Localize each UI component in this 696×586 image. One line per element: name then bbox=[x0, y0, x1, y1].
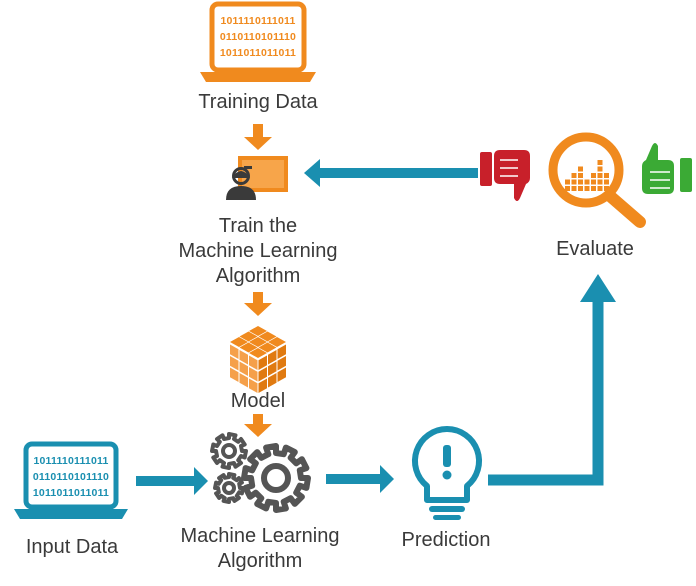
evaluate-label: Evaluate bbox=[556, 238, 634, 260]
arrow-down-orange bbox=[244, 292, 272, 316]
cube-cell bbox=[277, 344, 286, 359]
gear bbox=[213, 472, 245, 504]
chart-cell bbox=[565, 179, 570, 185]
chart-cell bbox=[578, 173, 583, 178]
binary-line: 0110110101110 bbox=[220, 31, 296, 43]
chart-cell bbox=[591, 179, 596, 185]
ml-algorithm-label: Machine Learning Algorithm bbox=[140, 524, 380, 574]
lightbulb-icon bbox=[411, 426, 483, 520]
binary-line: 1011110111011 bbox=[220, 15, 295, 27]
chart-cell bbox=[565, 186, 570, 191]
binary-line: 0110110101110 bbox=[33, 471, 109, 483]
cube-cell bbox=[239, 350, 248, 365]
chart-cell bbox=[571, 186, 577, 191]
cube-cell bbox=[249, 348, 267, 358]
chart-cell bbox=[584, 186, 590, 191]
cube-cell bbox=[230, 337, 248, 347]
chart-cell bbox=[591, 173, 596, 178]
chart-cell bbox=[578, 179, 583, 185]
chart-cell bbox=[571, 179, 577, 185]
chart-cell bbox=[597, 160, 603, 165]
model-label: Model bbox=[230, 390, 286, 412]
chart-cell bbox=[597, 186, 603, 191]
train-label-line: Algorithm bbox=[215, 265, 301, 287]
ml-label-line: Algorithm bbox=[217, 550, 303, 572]
chart-cell bbox=[584, 179, 590, 185]
cube-cell bbox=[230, 344, 239, 359]
binary-line: 1011011011011 bbox=[220, 47, 296, 59]
ml-label-line: Machine Learning bbox=[180, 525, 340, 547]
cube-cell bbox=[239, 373, 248, 388]
laptop-binary-icon: 1011110111011 0110110101110 101101101101… bbox=[14, 441, 128, 519]
chart-cell bbox=[578, 166, 583, 172]
chart-cell bbox=[578, 186, 583, 191]
chart-cell bbox=[597, 173, 603, 178]
arrow-right-teal bbox=[326, 465, 394, 493]
arrow-down-orange bbox=[244, 414, 272, 437]
laptop-binary-icon: 1011110111011 0110110101110 101101101101… bbox=[200, 1, 316, 82]
train-label-line: Machine Learning bbox=[178, 240, 338, 262]
arrow-down-orange bbox=[244, 124, 272, 150]
cube-cell bbox=[268, 361, 277, 376]
cube-cell bbox=[249, 355, 258, 370]
cube-cell bbox=[239, 331, 258, 342]
prediction-label: Prediction bbox=[401, 529, 491, 551]
trainer-presentation-icon bbox=[226, 156, 288, 200]
cube-cell bbox=[249, 367, 258, 382]
cube-grid-icon bbox=[230, 326, 286, 393]
binary-line: 1011011011011 bbox=[33, 487, 109, 499]
cube-cell bbox=[258, 342, 277, 353]
cube-cell bbox=[268, 350, 277, 365]
arrow-left-teal bbox=[304, 159, 478, 187]
cube-cell bbox=[258, 331, 277, 342]
chart-cell bbox=[591, 186, 596, 191]
cube-cell bbox=[249, 326, 267, 336]
input-data-label: Input Data bbox=[25, 536, 119, 558]
training-data-label: Training Data bbox=[198, 91, 318, 113]
cube-cell bbox=[239, 342, 258, 353]
cube-cell bbox=[258, 355, 267, 370]
gears-icon bbox=[210, 432, 311, 513]
train-algorithm-label: Train the Machine Learning Algorithm bbox=[128, 214, 388, 289]
cube-cell bbox=[268, 337, 286, 347]
thumbs-up-icon bbox=[642, 143, 692, 194]
cube-cell bbox=[258, 378, 267, 393]
chart-cell bbox=[571, 173, 577, 178]
chart-cell bbox=[604, 179, 609, 185]
chart-cell bbox=[597, 179, 603, 185]
chart-cell bbox=[597, 166, 603, 172]
cube-cell bbox=[230, 367, 239, 382]
cube-cell bbox=[258, 367, 267, 382]
cube-cell bbox=[239, 361, 248, 376]
cube-cell bbox=[268, 373, 277, 388]
cube-cell bbox=[249, 337, 267, 347]
thumbs-down-icon bbox=[480, 150, 530, 201]
binary-line: 1011110111011 bbox=[33, 455, 108, 467]
magnifier-chart-icon bbox=[548, 132, 646, 228]
gear bbox=[241, 443, 311, 513]
arrow-right-teal bbox=[136, 467, 208, 495]
gear bbox=[210, 432, 248, 470]
arrow-up-teal bbox=[488, 274, 616, 486]
cube-cell bbox=[277, 356, 286, 371]
train-label-line: Train the bbox=[218, 215, 298, 237]
chart-cell bbox=[604, 173, 609, 178]
cube-cell bbox=[277, 367, 286, 382]
cube-cell bbox=[230, 356, 239, 371]
cube-cell bbox=[249, 378, 258, 393]
chart-cell bbox=[604, 186, 609, 191]
